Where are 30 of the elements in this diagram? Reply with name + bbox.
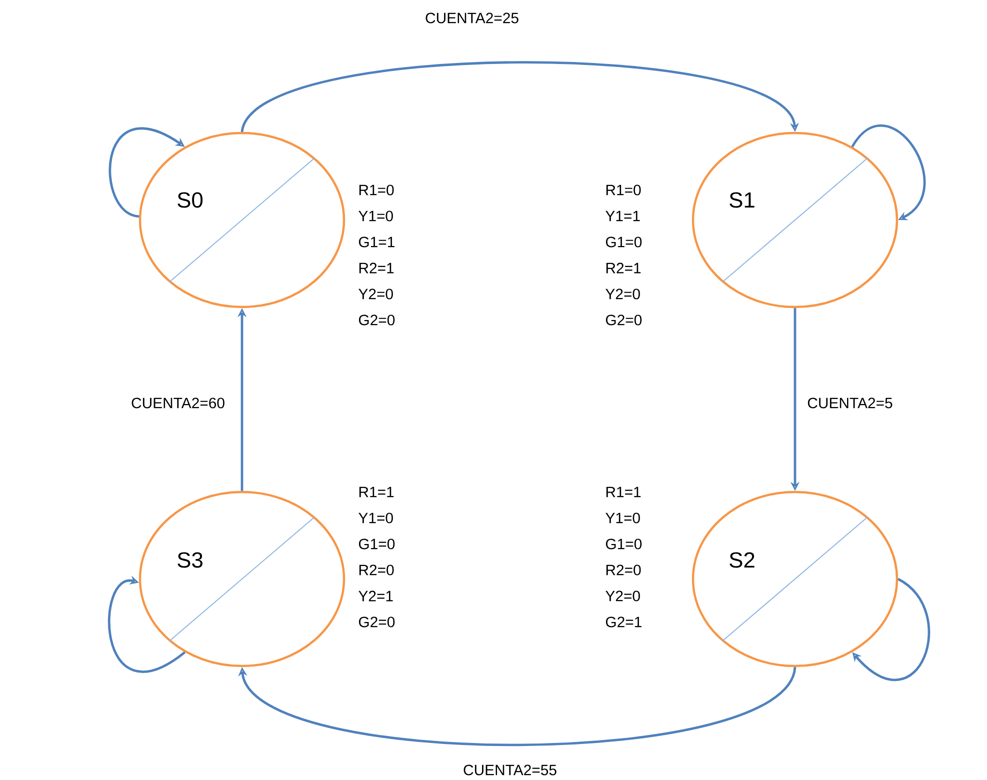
output-label: G2=0 [606, 314, 642, 326]
output-label: R2=0 [359, 564, 394, 576]
output-label: G1=0 [606, 538, 642, 550]
edge-label: CUENTA2=25 [424, 12, 520, 24]
output-label: R1=0 [359, 184, 394, 196]
output-label: R1=1 [606, 486, 641, 498]
self-loop-arrow [851, 124, 926, 220]
output-label: G2=0 [358, 314, 395, 326]
output-label: Y1=0 [358, 210, 393, 222]
output-label: R2=0 [606, 564, 641, 576]
output-label: R1=1 [359, 486, 394, 498]
output-label: Y2=1 [358, 590, 393, 602]
output-label: G1=0 [358, 538, 395, 550]
output-label: Y1=1 [606, 210, 640, 222]
output-label: R2=1 [359, 262, 394, 274]
output-label: R1=0 [606, 184, 641, 196]
edge-label: CUENTA2=60 [130, 396, 226, 410]
output-label: Y2=0 [606, 590, 640, 602]
output-label: Y1=0 [606, 512, 640, 524]
output-label: Y2=0 [358, 288, 393, 300]
output-label: Y2=0 [606, 288, 640, 300]
output-label: R2=1 [606, 262, 641, 274]
output-label: G2=1 [606, 616, 642, 628]
edge-label: CUENTA2=55 [462, 764, 558, 776]
output-label: G1=0 [606, 236, 642, 248]
edge-label: CUENTA2=5 [806, 396, 894, 410]
output-label: G1=1 [358, 236, 394, 248]
output-label: Y1=0 [358, 512, 393, 524]
self-loop-arrow [108, 576, 186, 673]
output-label: G2=0 [358, 616, 395, 628]
